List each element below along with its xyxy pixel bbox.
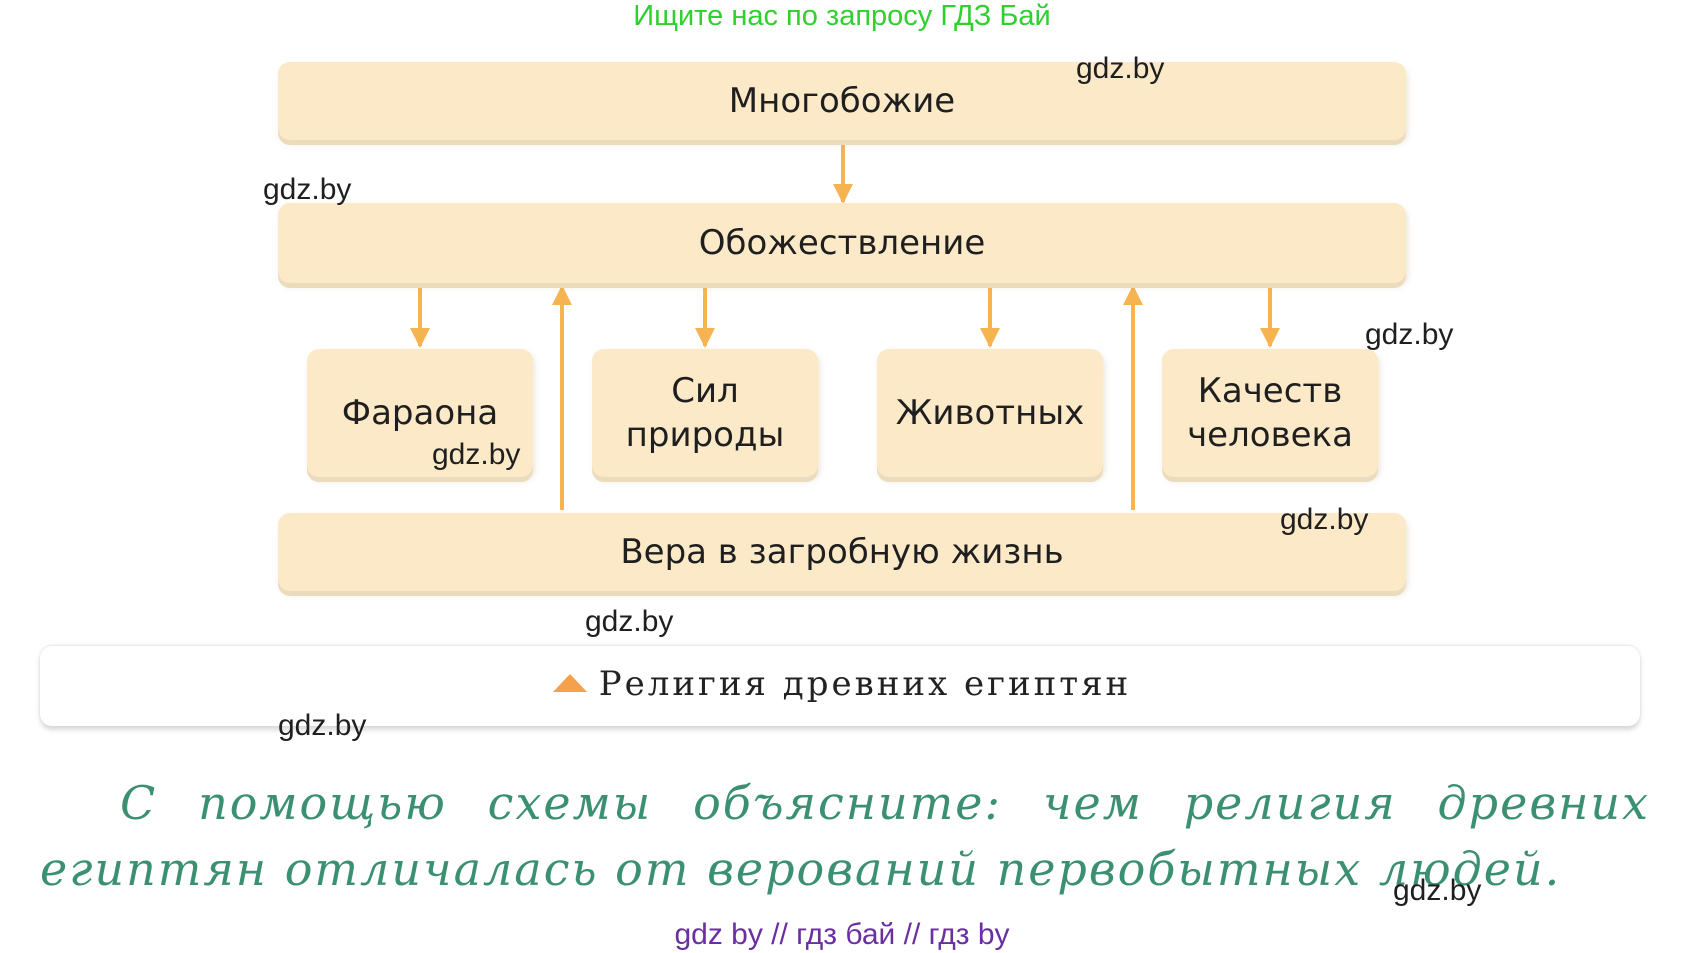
box-deification: Обожествление [278,203,1406,283]
box-polytheism-label: Многобожие [728,81,956,121]
box-deification-label: Обожествление [698,223,986,263]
box-forces-of-nature: Сил природы [592,349,818,477]
watermark: gdz.by [263,173,352,206]
box-animals-label: Животных [895,393,1085,433]
box-pharaoh: Фараона [307,349,533,477]
box-polytheism: Многобожие [278,62,1406,140]
watermark: gdz.by [1365,318,1454,351]
caption: Религия древних египтян [0,664,1684,708]
box-afterlife-belief-label: Вера в загробную жизнь [620,532,1064,572]
watermark: gdz.by [1280,503,1369,536]
watermark: gdz.by [432,438,521,471]
caption-bar [40,646,1640,726]
box-animals: Животных [877,349,1103,477]
footer-links: gdz by // гдз бай // гдз by [674,918,1010,951]
box-afterlife-belief: Вера в загробную жизнь [278,513,1406,591]
header-banner: Ищите нас по запросу ГДЗ Бай [633,0,1051,32]
question-text: С помощью схемы объясните: чем религия д… [40,776,1650,896]
triangle-icon [552,674,587,692]
watermark: gdz.by [1393,874,1482,907]
watermark: gdz.by [1076,52,1165,85]
watermark: gdz.by [278,709,367,742]
box-human-qualities-label: Качеств человека [1187,371,1353,455]
box-pharaoh-label: Фараона [341,393,499,433]
watermark: gdz.by [585,605,674,638]
box-forces-of-nature-label: Сил природы [625,371,785,455]
box-human-qualities: Качеств человека [1162,349,1378,477]
caption-label: Религия древних египтян [598,664,1132,704]
